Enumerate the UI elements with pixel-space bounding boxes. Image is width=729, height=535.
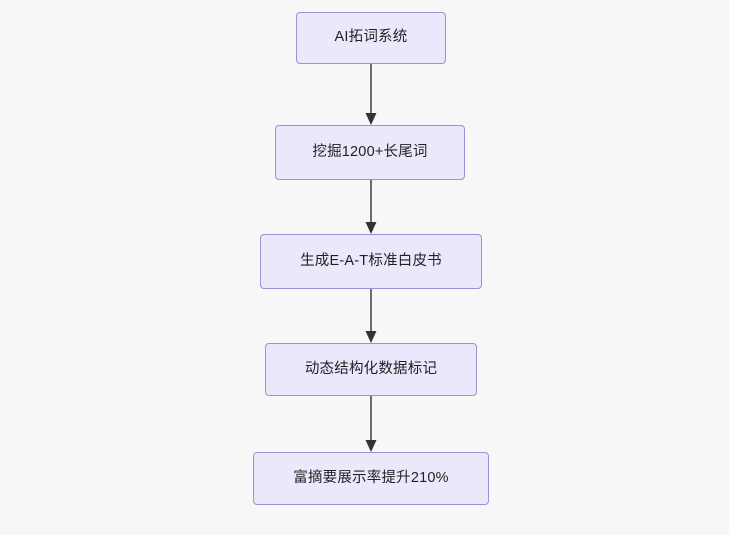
flow-node-label: 生成E-A-T标准白皮书 [300, 252, 442, 269]
flow-node-label: 动态结构化数据标记 [304, 360, 438, 377]
edge-n2-n3 [365, 180, 377, 234]
edge-n4-n5 [365, 396, 377, 452]
edge-n1-n2 [365, 64, 377, 125]
flow-node-mine-longtail-keywords[interactable]: 挖掘1200+长尾词 [275, 125, 465, 180]
flow-node-ai-keyword-system[interactable]: AI拓词系统 [296, 12, 446, 64]
flow-node-label: 挖掘1200+长尾词 [312, 143, 428, 160]
flow-node-label: AI拓词系统 [334, 29, 408, 46]
flow-node-generate-eat-whitepaper[interactable]: 生成E-A-T标准白皮书 [260, 234, 482, 289]
flow-node-rich-snippet-uplift[interactable]: 富摘要展示率提升210% [253, 452, 489, 505]
edge-n3-n4 [365, 289, 377, 343]
flow-node-label: 富摘要展示率提升210% [293, 469, 449, 486]
flow-node-dynamic-structured-data[interactable]: 动态结构化数据标记 [265, 343, 477, 396]
